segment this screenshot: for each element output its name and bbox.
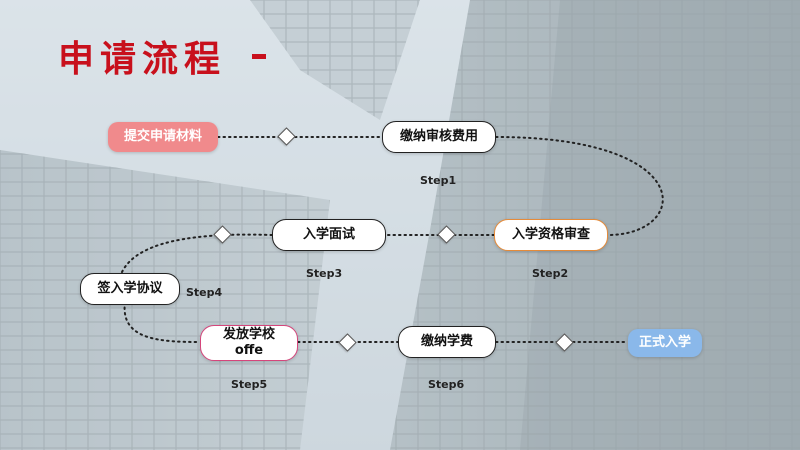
connector-step4-to-step5 xyxy=(123,301,201,343)
node-issue-offer: 发放学校 offe xyxy=(200,325,298,361)
node-pay-review-fee: 缴纳审核费用 xyxy=(382,121,496,153)
step-label-6: Step6 xyxy=(428,378,465,391)
step-label-4: Step4 xyxy=(186,286,223,299)
node-official-enrollment: 正式入学 xyxy=(628,329,702,357)
node-interview: 入学面试 xyxy=(272,219,386,251)
connector-step1-to-step2 xyxy=(495,136,664,236)
node-qualification-review: 入学资格审查 xyxy=(494,219,608,251)
node-pay-tuition: 缴纳学费 xyxy=(398,326,496,358)
step-label-1: Step1 xyxy=(420,174,457,187)
page-title: 申请流程 xyxy=(58,39,227,80)
title-dash xyxy=(252,54,266,59)
step-label-5: Step5 xyxy=(231,378,268,391)
step-label-3: Step3 xyxy=(306,267,343,280)
node-sign-agreement: 签入学协议 xyxy=(80,273,180,305)
step-label-2: Step2 xyxy=(532,267,569,280)
connector-step3-to-step4 xyxy=(117,233,273,289)
node-submit-materials: 提交申请材料 xyxy=(108,122,218,152)
